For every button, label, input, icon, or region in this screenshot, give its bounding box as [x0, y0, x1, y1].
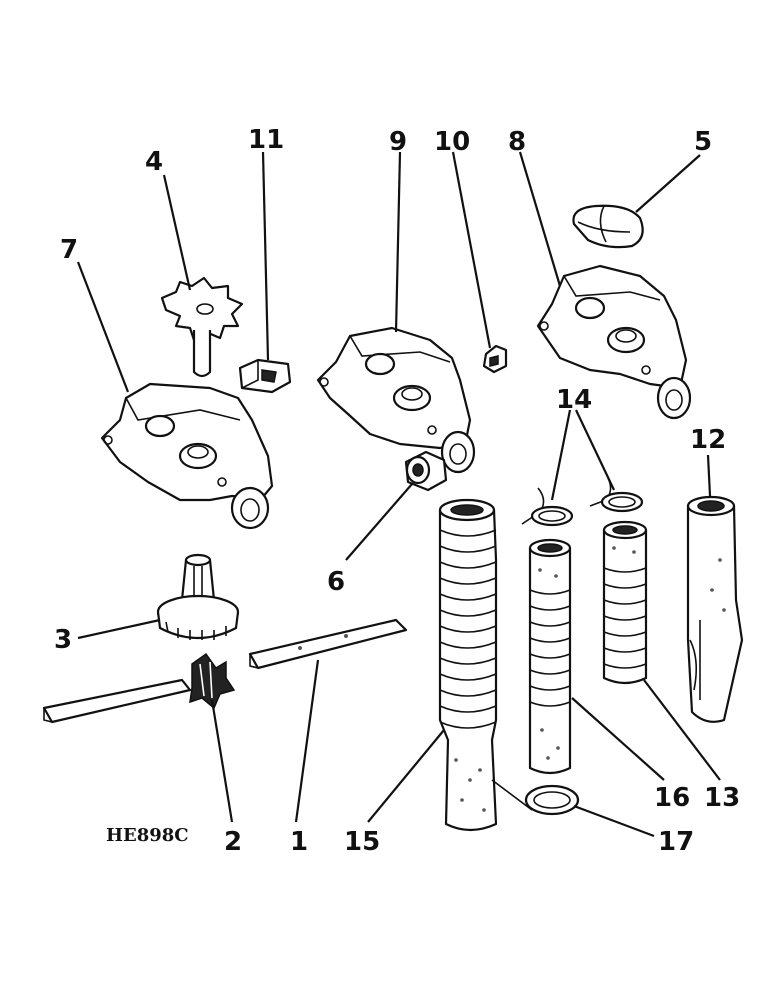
leader-8 [518, 151, 562, 287]
callout-10: 10 [434, 127, 470, 157]
leader-11 [261, 151, 270, 361]
leader-9 [394, 151, 402, 333]
part-5-cap [572, 204, 644, 249]
leader-16 [571, 697, 665, 781]
callout-12: 12 [690, 425, 726, 455]
leader-15 [367, 729, 445, 823]
part-17-spring-clip [491, 779, 580, 816]
callout-2: 2 [224, 827, 242, 857]
callout-1: 1 [290, 827, 308, 857]
leader-3 [77, 618, 161, 640]
callout-11: 11 [248, 125, 284, 155]
leader-6 [345, 483, 413, 561]
leader-5 [635, 154, 701, 213]
part-11-block [238, 358, 292, 394]
part-4-star-wheel [160, 276, 244, 378]
callout-9: 9 [389, 127, 407, 157]
part-16-bellows-tube [528, 538, 572, 775]
part-6-bushing [404, 450, 448, 492]
leader-4 [162, 174, 192, 291]
callout-8: 8 [508, 127, 526, 157]
part-12-spout [686, 495, 744, 723]
callout-13: 13 [704, 783, 740, 813]
part-3-bevel-gear [156, 553, 240, 640]
leader-7 [76, 261, 130, 393]
part-1-shaft [248, 618, 408, 670]
leader-lines [76, 151, 721, 838]
part-13-bellows-tube [602, 520, 648, 685]
shaft-left [42, 678, 192, 724]
part-9-housing [316, 326, 476, 474]
part-10-nut [482, 344, 508, 374]
part-15-bellows-tube [438, 498, 498, 832]
part-8-housing [536, 264, 692, 420]
leader-2 [210, 699, 234, 823]
callout-14: 14 [556, 385, 592, 415]
callout-17: 17 [658, 827, 694, 857]
leader-13 [643, 679, 721, 781]
part-2-pinion [189, 652, 236, 710]
part-7-housing [100, 382, 274, 530]
callout-labels: 1 2 3 4 5 6 7 8 9 10 11 12 13 14 15 16 1… [54, 125, 740, 857]
callout-4: 4 [145, 147, 163, 177]
callout-7: 7 [60, 235, 78, 265]
leader-17 [573, 804, 655, 838]
callout-15: 15 [344, 827, 380, 857]
leader-12 [706, 454, 712, 497]
leader-14a [550, 409, 572, 501]
figure-code: HE898C [106, 825, 189, 846]
callout-3: 3 [54, 625, 72, 655]
leader-14b [575, 409, 615, 491]
callout-16: 16 [654, 783, 690, 813]
part-14-snap-rings [521, 477, 644, 527]
callout-5: 5 [694, 127, 712, 157]
leader-1 [294, 659, 320, 823]
leader-10 [451, 151, 492, 349]
callout-6: 6 [327, 567, 345, 597]
